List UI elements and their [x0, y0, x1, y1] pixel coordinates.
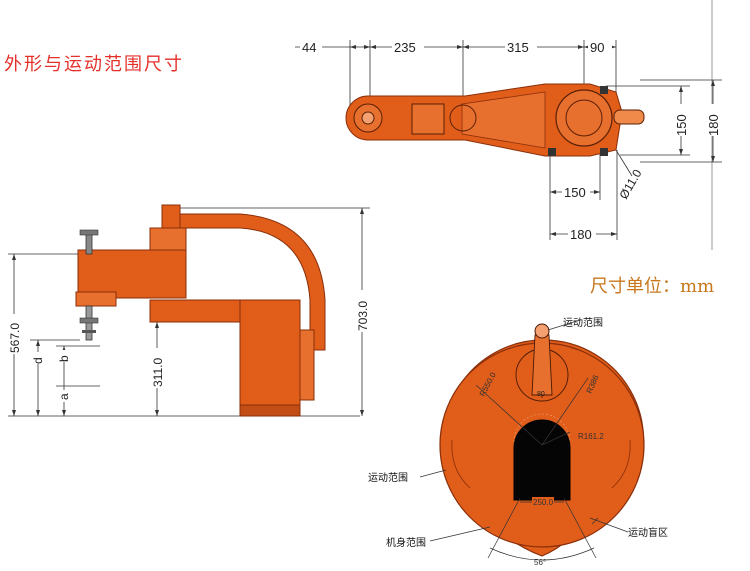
dim-right-180: 180 — [706, 114, 721, 136]
top-view: 44 235 315 90 150 180 150 180 Ø11.0 — [295, 0, 722, 250]
dim-diameter: Ø11.0 — [616, 167, 644, 202]
dim-right-150: 150 — [674, 114, 689, 136]
dim-bottom-180: 180 — [570, 227, 592, 242]
page-title: 外形与运动范围尺寸 — [4, 54, 184, 75]
dim-top-235: 235 — [394, 40, 416, 55]
range-view: 250.0 56° R550.0 R386 R161.2 80 运动范围 运动范… — [368, 316, 668, 567]
label-dead-zone: 运动盲区 — [628, 526, 668, 539]
label-body-range: 机身范围 — [386, 536, 426, 549]
label-a: a — [57, 393, 71, 400]
robot-side-view — [75, 204, 326, 417]
dim-bottom-150: 150 — [564, 185, 586, 200]
label-d: d — [31, 357, 45, 364]
robot-top-view — [345, 83, 645, 157]
range-width: 250.0 — [533, 498, 554, 507]
label-motion-range-left: 运动范围 — [368, 471, 408, 484]
label-motion-range-top: 运动范围 — [563, 316, 603, 329]
label-b: b — [57, 355, 71, 362]
dim-top-315: 315 — [507, 40, 529, 55]
dead-zone — [513, 419, 571, 501]
side-view: 567.0 311.0 703.0 d b a — [6, 204, 370, 417]
dim-703: 703.0 — [356, 301, 370, 331]
unit-label: 尺寸单位：mm — [590, 276, 715, 297]
range-small-dim: 80 — [537, 391, 545, 398]
dim-567: 567.0 — [8, 323, 22, 353]
dim-top-44: 44 — [302, 40, 316, 55]
range-r-small: R161.2 — [578, 432, 604, 441]
dim-311: 311.0 — [151, 358, 165, 387]
dim-top-90: 90 — [590, 40, 604, 55]
range-angle: 56° — [534, 558, 546, 567]
